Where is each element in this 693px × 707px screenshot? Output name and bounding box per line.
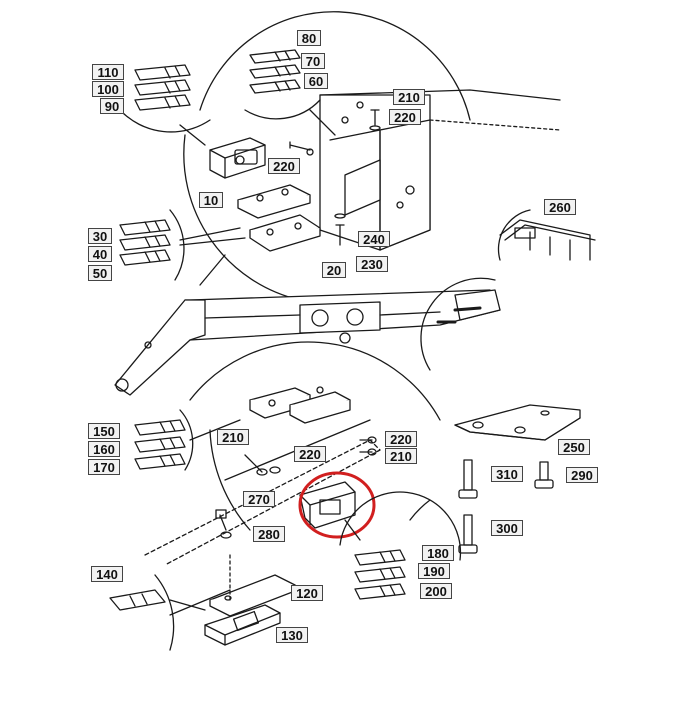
lower-top-pad xyxy=(249,386,351,424)
callout-260: 260 xyxy=(544,199,576,215)
callout-10: 10 xyxy=(199,192,223,208)
callout-60: 60 xyxy=(304,73,328,89)
callout-120: 120 xyxy=(291,585,323,601)
upper-frame-assembly xyxy=(319,89,561,251)
callout-230: 230 xyxy=(356,256,388,272)
callout-170: 170 xyxy=(88,459,120,475)
handle-260 xyxy=(499,219,596,261)
callout-140: 140 xyxy=(91,566,123,582)
shim-140 xyxy=(109,589,166,611)
lower-plate-130 xyxy=(204,604,281,646)
bolt-270 xyxy=(215,509,227,531)
upper-wear-pad-20 xyxy=(249,214,321,252)
shim-stack-left xyxy=(119,209,185,281)
callout-240: 240 xyxy=(358,231,390,247)
washer-220-lower xyxy=(269,466,281,474)
callout-310: 310 xyxy=(491,466,523,482)
mounting-plate-250 xyxy=(454,404,581,441)
upper-detail-circle xyxy=(199,11,471,121)
callout-200: 200 xyxy=(420,583,452,599)
shim-stack-top xyxy=(244,49,321,120)
callout-220-top: 220 xyxy=(389,109,421,125)
callout-150: 150 xyxy=(88,423,120,439)
bolt-210-220-lower-right xyxy=(359,436,377,456)
callout-220-upper: 220 xyxy=(268,158,300,174)
callout-220-mid: 220 xyxy=(294,446,326,462)
upper-bolt-220 xyxy=(289,141,314,156)
callout-250: 250 xyxy=(558,439,590,455)
callout-210-top: 210 xyxy=(393,89,425,105)
callout-70: 70 xyxy=(301,53,325,69)
highlighted-slide-pad xyxy=(299,481,356,529)
callout-180: 180 xyxy=(422,545,454,561)
callout-40: 40 xyxy=(88,246,112,262)
callout-300: 300 xyxy=(491,520,523,536)
bolt-230-240 xyxy=(334,213,346,246)
bolt-210-220-top xyxy=(369,109,381,131)
callout-210-mid: 210 xyxy=(217,429,249,445)
callout-290: 290 xyxy=(566,467,598,483)
callout-50: 50 xyxy=(88,265,112,281)
callout-270: 270 xyxy=(243,491,275,507)
callout-130: 130 xyxy=(276,627,308,643)
shim-stack-top-left xyxy=(119,64,211,133)
shim-stack-mid-left xyxy=(134,409,194,471)
callout-160: 160 xyxy=(88,441,120,457)
bolt-290 xyxy=(534,461,554,489)
upper-wear-pad-block xyxy=(209,137,266,179)
upper-wear-pad-10 xyxy=(237,184,311,219)
callout-100: 100 xyxy=(92,81,124,97)
callout-30: 30 xyxy=(88,228,112,244)
callout-280: 280 xyxy=(253,526,285,542)
callout-20: 20 xyxy=(322,262,346,278)
callout-110: 110 xyxy=(92,64,124,80)
callout-210-right: 210 xyxy=(385,448,417,464)
bolt-310 xyxy=(458,459,478,499)
highlight-circle xyxy=(298,471,376,539)
bolt-210-lower-left xyxy=(244,454,268,476)
boom-arm xyxy=(114,289,501,396)
shim-stack-lower-right xyxy=(339,491,462,600)
lower-detail-circle xyxy=(189,341,441,421)
bolt-300 xyxy=(458,514,478,554)
callout-90: 90 xyxy=(100,98,124,114)
callout-220-right: 220 xyxy=(385,431,417,447)
callout-190: 190 xyxy=(418,563,450,579)
washer-280 xyxy=(220,531,232,539)
callout-80: 80 xyxy=(297,30,321,46)
